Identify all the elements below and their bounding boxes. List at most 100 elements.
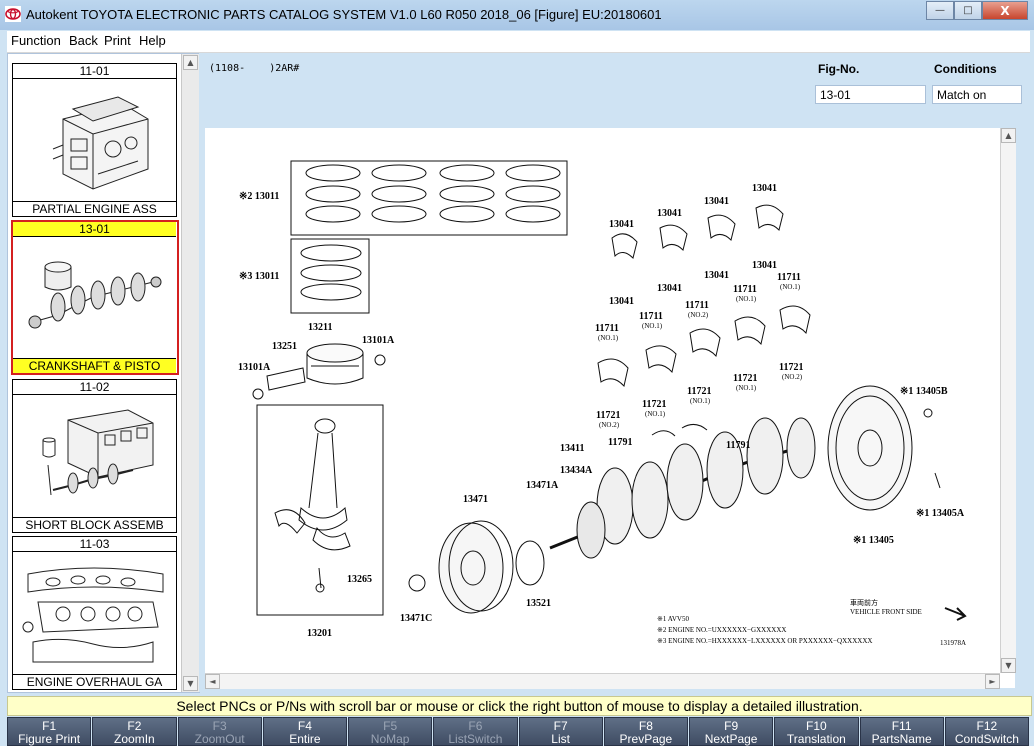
label-13471a[interactable]: 13471A: [526, 480, 559, 491]
thumbnail-11-03[interactable]: 11-03 ENGINE OVERHAUL GA: [12, 536, 177, 690]
fkey-number: F4: [297, 719, 312, 733]
label-13434a[interactable]: 13434A: [560, 465, 593, 476]
label-11721[interactable]: 11721: [733, 373, 757, 384]
ring-set-box-top: [290, 160, 568, 236]
menu-help[interactable]: Help: [139, 33, 166, 48]
fkey-label: ZoomIn: [114, 732, 155, 746]
label-13011-a[interactable]: ※2 13011: [239, 191, 279, 202]
fkey-number: F5: [383, 719, 398, 733]
fkey-number: F8: [638, 719, 653, 733]
parts-illustration[interactable]: ※2 13011 ※3 13011 13211 13251 13101A 131…: [205, 128, 1016, 689]
figure-horizontal-scrollbar[interactable]: ◄ ►: [205, 673, 1000, 689]
label-11711[interactable]: 11711: [733, 284, 757, 295]
fkey-number: F7: [553, 719, 568, 733]
thumbnail-name: PARTIAL ENGINE ASS: [13, 201, 176, 216]
label-13471[interactable]: 13471: [463, 494, 488, 505]
label-no1: (NO.1): [598, 334, 619, 342]
label-13041[interactable]: 13041: [657, 283, 682, 294]
connecting-rod: [274, 418, 351, 593]
note-2: ※2 ENGINE NO.=UXXXXXX−GXXXXXX: [657, 626, 786, 634]
figure-vertical-scrollbar[interactable]: ▲ ▼: [1000, 128, 1016, 673]
scroll-down-arrow-icon[interactable]: ▼: [1001, 658, 1016, 673]
thumbnail-11-02[interactable]: 11-02 SHORT BLOCK ASSEMB: [12, 379, 177, 533]
scroll-up-arrow-icon[interactable]: ▲: [183, 55, 198, 70]
conditions-field[interactable]: Match on: [932, 85, 1022, 104]
label-13411[interactable]: 13411: [560, 443, 584, 454]
menu-back[interactable]: Back: [69, 33, 98, 48]
label-11711[interactable]: 11711: [639, 311, 663, 322]
label-11711[interactable]: 11711: [685, 300, 709, 311]
label-11711[interactable]: 11711: [595, 323, 619, 334]
label-13201[interactable]: 13201: [307, 628, 332, 639]
label-no1: (NO.1): [642, 322, 663, 330]
thumbnail-name: CRANKSHAFT & PISTO: [13, 358, 176, 373]
fkey-label: NoMap: [370, 732, 410, 746]
label-11721[interactable]: 11721: [642, 399, 666, 410]
scroll-down-arrow-icon[interactable]: ▼: [183, 676, 198, 691]
label-13041[interactable]: 13041: [704, 270, 729, 281]
fig-no-field[interactable]: 13-01: [815, 85, 926, 104]
scroll-up-arrow-icon[interactable]: ▲: [1001, 128, 1016, 143]
fkey-label: ZoomOut: [194, 732, 245, 746]
label-13041[interactable]: 13041: [752, 183, 777, 194]
fig-no-label: Fig-No.: [818, 62, 860, 76]
label-11721[interactable]: 11721: [596, 410, 620, 421]
close-button[interactable]: X: [982, 1, 1028, 20]
label-13041[interactable]: 13041: [609, 296, 634, 307]
note-1: ※1 AVV50: [657, 615, 689, 623]
engine-assembly-image: [52, 96, 149, 190]
thumbnail-11-01[interactable]: 11-01 PARTIAL ENGINE ASS: [12, 63, 177, 217]
label-13101a[interactable]: 13101A: [362, 335, 395, 346]
label-13405b[interactable]: ※1 13405B: [900, 386, 948, 397]
ring-set-box-bottom: [290, 238, 370, 314]
fkey-number: F9: [724, 719, 739, 733]
thumbnail-code: 13-01: [13, 222, 176, 237]
label-13521[interactable]: 13521: [526, 598, 551, 609]
scroll-left-arrow-icon[interactable]: ◄: [205, 674, 220, 689]
label-13041[interactable]: 13041: [752, 260, 777, 271]
minimize-button[interactable]: —: [926, 1, 954, 20]
label-11791[interactable]: 11791: [726, 440, 750, 451]
label-11721[interactable]: 11721: [779, 362, 803, 373]
label-11711[interactable]: 11711: [777, 272, 801, 283]
label-11791[interactable]: 11791: [608, 437, 632, 448]
maximize-button[interactable]: □: [954, 1, 982, 20]
front-label-en: VEHICLE FRONT SIDE: [850, 608, 922, 616]
menu-print[interactable]: Print: [104, 33, 131, 48]
label-13041[interactable]: 13041: [657, 208, 682, 219]
label-13251[interactable]: 13251: [272, 341, 297, 352]
thumbnail-13-01[interactable]: 13-01 CRANKSHAFT & PISTO: [11, 220, 179, 375]
label-13405a[interactable]: ※1 13405A: [916, 508, 965, 519]
fkey-label: CondSwitch: [954, 732, 1019, 746]
label-13041[interactable]: 13041: [609, 219, 634, 230]
label-13471c[interactable]: 13471C: [400, 613, 432, 624]
thumbnail-scrollbar[interactable]: ▲ ▼: [181, 54, 199, 692]
scroll-right-arrow-icon[interactable]: ►: [985, 674, 1000, 689]
label-13405[interactable]: ※1 13405: [853, 535, 894, 546]
label-13101a-2[interactable]: 13101A: [238, 362, 271, 373]
label-no2: (NO.2): [688, 311, 709, 319]
label-11721[interactable]: 11721: [687, 386, 711, 397]
exploded-diagram[interactable]: ※2 13011 ※3 13011 13211 13251 13101A 131…: [205, 128, 998, 673]
crankshaft: [549, 417, 816, 559]
fkey-number: F1: [42, 719, 57, 733]
note-3: ※3 ENGINE NO.=HXXXXXX−LXXXXXX OR PXXXXXX…: [657, 637, 872, 645]
label-13211[interactable]: 13211: [308, 322, 332, 333]
menu-function[interactable]: Function: [11, 33, 61, 48]
label-13265[interactable]: 13265: [347, 574, 372, 585]
label-13011-b[interactable]: ※3 13011: [239, 271, 279, 282]
label-13041[interactable]: 13041: [704, 196, 729, 207]
